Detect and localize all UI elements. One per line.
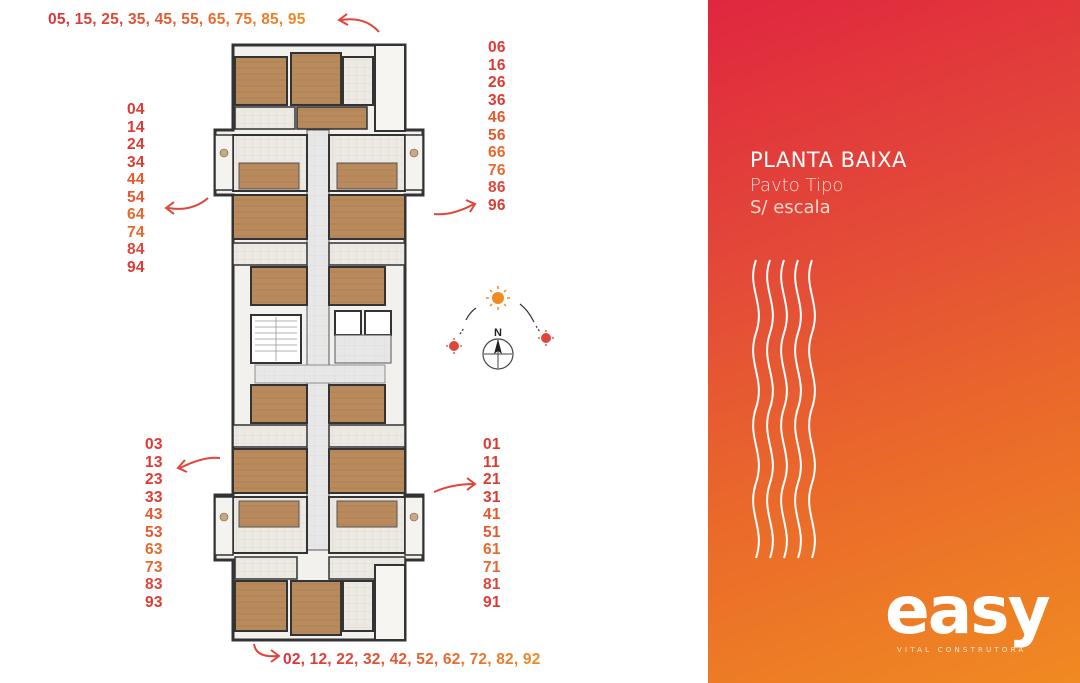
unit-number: 34 — [127, 153, 145, 171]
unit-number: 26 — [488, 74, 506, 91]
unit-number: 33 — [145, 488, 163, 506]
units-lower-right-list: 01 11 21 31 41 51 61 71 81 91 — [483, 436, 501, 611]
unit-number: 64 — [127, 206, 145, 223]
unit-number: 66 — [488, 144, 506, 161]
page-subtitle: Pavto Tipo — [750, 175, 844, 196]
sun-icon — [486, 286, 510, 310]
page-title: PLANTA BAIXA — [750, 148, 907, 172]
unit-number: 16 — [488, 56, 506, 74]
unit-number: 46 — [488, 109, 506, 126]
compass-sun-diagram: N — [446, 286, 554, 370]
brand-logo: easy — [885, 572, 1051, 649]
unit-number: 71 — [483, 558, 501, 576]
unit-number: 06 — [488, 39, 506, 56]
units-upper-right-list: 06 16 26 36 46 56 66 76 86 96 — [488, 39, 506, 214]
arrow-lower-right-icon — [433, 477, 477, 493]
unit-number: 31 — [483, 488, 501, 506]
unit-number: 41 — [483, 506, 501, 523]
unit-number: 96 — [488, 196, 506, 214]
scale-label: S/ escala — [750, 197, 831, 218]
unit-number: 81 — [483, 576, 501, 593]
units-lower-left-list: 03 13 23 33 43 53 63 73 83 93 — [145, 436, 163, 611]
unit-number: 13 — [145, 453, 163, 471]
arrow-lower-left-icon — [176, 456, 221, 473]
units-top-label: 05, 15, 25, 35, 45, 55, 65, 75, 85, 95 — [48, 11, 306, 28]
unit-number: 74 — [127, 223, 145, 241]
unit-number: 61 — [483, 541, 501, 558]
unit-number: 56 — [488, 126, 506, 144]
unit-number: 53 — [145, 523, 163, 541]
unit-number: 54 — [127, 188, 145, 206]
unit-number: 83 — [145, 576, 163, 593]
unit-number: 94 — [127, 258, 145, 276]
unit-number: 36 — [488, 91, 506, 109]
unit-number: 84 — [127, 241, 145, 258]
unit-number: 44 — [127, 171, 145, 188]
floor-plan-drawing — [213, 43, 425, 642]
unit-number: 24 — [127, 136, 145, 153]
units-bottom-label: 02, 12, 22, 32, 42, 52, 62, 72, 82, 92 — [283, 651, 541, 668]
unit-number: 04 — [127, 101, 145, 118]
unit-number: 01 — [483, 436, 501, 453]
arrow-upper-right-icon — [433, 199, 477, 216]
sunrise-icon — [446, 338, 462, 354]
unit-number: 91 — [483, 593, 501, 611]
arrow-top-icon — [337, 13, 380, 33]
unit-number: 73 — [145, 558, 163, 576]
arrow-bottom-icon — [253, 643, 281, 663]
unit-number: 93 — [145, 593, 163, 611]
brand-tagline: VITAL CONSTRUTORA — [897, 646, 1027, 654]
unit-number: 14 — [127, 118, 145, 136]
sunset-icon — [538, 330, 554, 346]
unit-number: 43 — [145, 506, 163, 523]
decorative-waves-icon — [752, 259, 816, 559]
unit-number: 21 — [483, 471, 501, 488]
title-panel — [708, 0, 1080, 683]
unit-number: 63 — [145, 541, 163, 558]
unit-number: 76 — [488, 161, 506, 179]
unit-number: 86 — [488, 179, 506, 196]
unit-number: 03 — [145, 436, 163, 453]
unit-number: 11 — [483, 453, 500, 471]
north-label: N — [494, 327, 502, 339]
unit-number: 51 — [483, 523, 501, 541]
unit-number: 23 — [145, 471, 163, 488]
units-upper-left-list: 04 14 24 34 44 54 64 74 84 94 — [127, 101, 145, 276]
arrow-upper-left-icon — [164, 197, 209, 215]
